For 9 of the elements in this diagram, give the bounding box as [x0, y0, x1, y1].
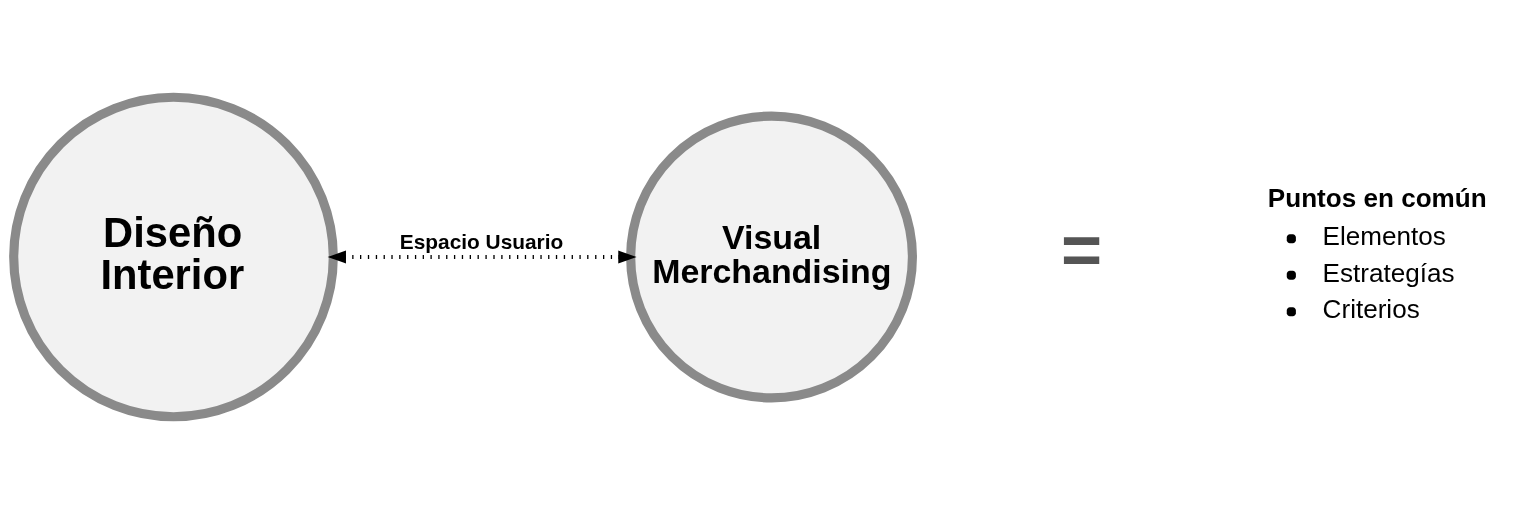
label: Puntos en común	[1267, 182, 1487, 213]
label: Criterios	[1322, 293, 1420, 324]
arrow	[327, 250, 637, 263]
label: =	[1061, 209, 1103, 289]
label: Estrategías	[1322, 257, 1455, 288]
node-circle: Diseño Interior	[9, 92, 338, 421]
label: Elementos	[1322, 220, 1446, 251]
node-circle: Visual Merchandising	[626, 111, 917, 402]
edge-label: Espacio Usuario	[399, 229, 564, 253]
